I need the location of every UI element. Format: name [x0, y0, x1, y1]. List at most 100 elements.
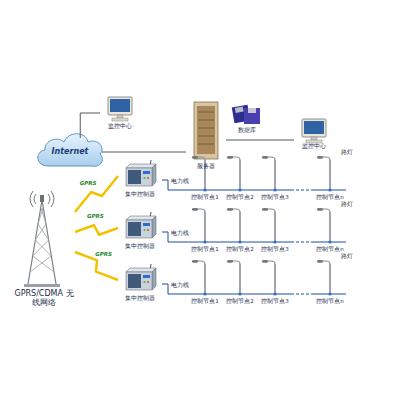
edge-label: GPRS: [79, 181, 98, 187]
internet-cloud-shape: [38, 134, 103, 167]
edge-label: 电力线: [170, 231, 190, 237]
antenna-tower: [34, 194, 36, 204]
concentrator: 集中控制器: [118, 214, 162, 250]
server-cabinet: [198, 128, 214, 129]
internet-cloud: Internet: [38, 138, 102, 166]
node-label: 集中控制器: [125, 243, 155, 250]
illustration: [108, 97, 132, 121]
illustration: [259, 208, 291, 244]
control-node: 控制节点1: [189, 208, 221, 252]
power-line: [221, 242, 224, 243]
node-label: 集中控制器: [125, 191, 155, 198]
illustration: [126, 160, 156, 186]
network-line: [226, 140, 294, 141]
illustration: [259, 260, 291, 296]
server-cabinet: [198, 112, 214, 113]
node-label: 集中控制器: [125, 295, 155, 302]
edge-label: GPRS: [86, 214, 105, 220]
monitor-center: 监控中心: [294, 118, 334, 150]
node-label: 控制节点2: [226, 194, 254, 200]
illustration: [189, 260, 221, 296]
power-line: [162, 232, 189, 242]
antenna-tower: [24, 284, 60, 287]
power-line: [162, 284, 189, 294]
power-line: [256, 242, 259, 243]
node-label: 数据库: [238, 127, 256, 134]
lamp-label: 路灯: [340, 150, 354, 156]
monitor-center: 监控中心: [100, 96, 140, 130]
network-line: [80, 113, 100, 138]
control-node: 控制节点3: [259, 260, 291, 304]
lamp-label: 路灯: [340, 202, 354, 208]
power-line: [162, 180, 189, 190]
database-disks: [232, 105, 260, 124]
control-node: 控制节点2: [224, 260, 256, 304]
node-label: 监控中心: [108, 123, 132, 130]
lamp-label: 路灯: [340, 254, 354, 260]
wireless-link: [75, 225, 118, 235]
antenna-tower: [42, 200, 56, 284]
illustration: [224, 156, 256, 192]
illustration: [314, 208, 346, 244]
node-label: 服务器: [197, 163, 215, 170]
node-label: 控制节点2: [226, 298, 254, 304]
illustration: [189, 208, 221, 244]
database-disks: [244, 108, 260, 124]
node-label: 控制节点n: [316, 246, 344, 252]
node-label: 监控中心: [302, 143, 326, 150]
control-node: 控制节点n: [314, 208, 346, 252]
illustration: [224, 208, 256, 244]
antenna-tower: [33, 208, 54, 272]
node-label: 控制节点3: [261, 246, 289, 252]
edge-label: GPRS: [94, 252, 113, 258]
node-label: GPRS/CDMA 无线网络: [13, 290, 75, 308]
concentrator: 集中控制器: [118, 266, 162, 302]
node-label: 控制节点1: [191, 298, 219, 304]
database-disks: [235, 107, 244, 113]
server-cabinet: [198, 120, 214, 121]
antenna-tower: [51, 191, 54, 207]
control-node: 控制节点2: [224, 156, 256, 200]
control-node: 控制节点2: [224, 208, 256, 252]
database-disks: [248, 108, 256, 113]
illustration: [224, 260, 256, 296]
wireless-link: [75, 176, 118, 212]
illustration: [189, 156, 221, 192]
server-cabinet: [197, 106, 215, 154]
illustration: [314, 156, 346, 192]
illustration: [126, 212, 156, 238]
node-label: 控制节点2: [226, 246, 254, 252]
illustration: [126, 264, 156, 290]
edge-label: 电力线: [170, 179, 190, 185]
node-label: 控制节点3: [261, 298, 289, 304]
server: 服务器: [186, 100, 226, 170]
illustration: [302, 119, 326, 143]
power-line: [256, 294, 259, 295]
server-cabinet: [198, 144, 214, 145]
node-label: Internet: [52, 148, 89, 157]
antenna-tower: [48, 194, 50, 204]
node-label: 控制节点n: [316, 298, 344, 304]
antenna-tower: [28, 200, 42, 284]
control-node: 控制节点1: [189, 260, 221, 304]
control-node: 控制节点3: [259, 208, 291, 252]
antenna-tower: [40, 195, 44, 202]
power-line: [291, 242, 314, 243]
internet-cloud-shape: [38, 134, 103, 167]
control-node: 控制节点3: [259, 156, 291, 200]
power-line: [221, 294, 224, 295]
antenna-tower: [30, 191, 33, 207]
network-line: [102, 152, 186, 153]
illustration: [314, 260, 346, 296]
illustration: [259, 156, 291, 192]
power-line: [291, 294, 314, 295]
server-cabinet: [198, 136, 214, 137]
power-line: [221, 190, 224, 191]
wireless-tower: GPRS/CDMA 无线网络: [13, 196, 75, 308]
power-line: [256, 190, 259, 191]
node-label: 控制节点3: [261, 194, 289, 200]
control-node: 控制节点n: [314, 260, 346, 304]
